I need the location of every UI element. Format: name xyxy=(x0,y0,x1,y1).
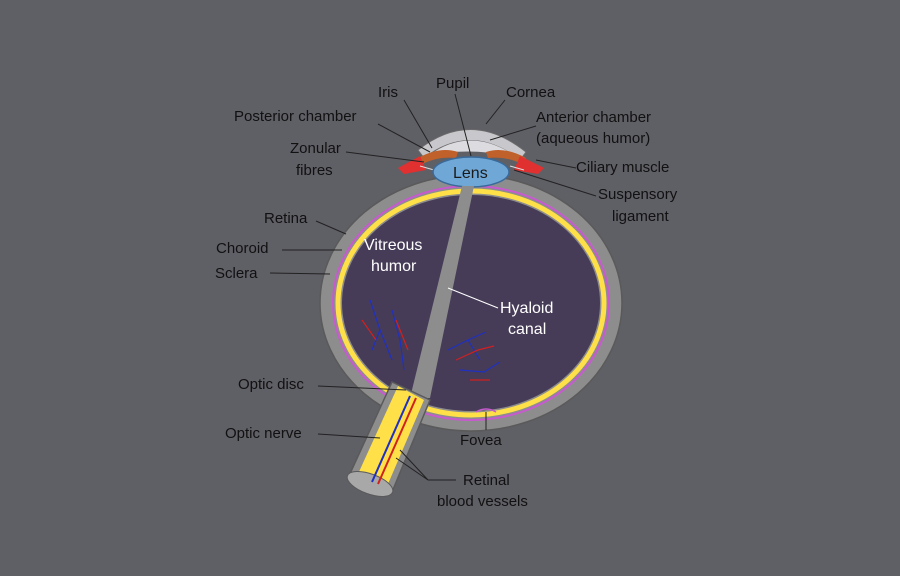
label-fibres: fibres xyxy=(296,162,333,179)
label-ligament: ligament xyxy=(612,208,670,225)
optic-nerve-core xyxy=(358,386,424,484)
leader-pupil xyxy=(454,93,472,157)
label-ciliary-muscle: Ciliary muscle xyxy=(576,159,669,176)
leader-retina xyxy=(315,220,347,235)
leader-retinal-vessels xyxy=(395,449,456,481)
leader-ciliary xyxy=(535,159,577,169)
central-artery xyxy=(377,397,417,485)
label-retina: Retina xyxy=(264,210,308,227)
label-fovea: Fovea xyxy=(460,432,502,449)
retinal-vessels-right-red xyxy=(455,345,495,381)
leader-sclera xyxy=(269,272,331,275)
retinal-vessels-left-red xyxy=(361,319,409,351)
leader-iris xyxy=(403,99,433,149)
label-suspensory: Suspensory xyxy=(598,186,678,203)
leader-suspensory xyxy=(513,169,597,197)
leader-anterior xyxy=(489,125,537,141)
label-choroid: Choroid xyxy=(216,240,269,257)
zonular-fibre-left xyxy=(419,165,435,171)
vitreous-body xyxy=(342,195,600,411)
label-cornea: Cornea xyxy=(506,84,556,101)
label-aqueous-humor: (aqueous humor) xyxy=(536,130,650,147)
label-retinal: Retinal xyxy=(463,472,510,489)
hyaloid-canal xyxy=(410,186,474,398)
leader-zonular xyxy=(345,151,425,163)
label-humor: humor xyxy=(371,258,417,275)
label-hyaloid: Hyaloid xyxy=(500,300,553,317)
label-anterior-chamber: Anterior chamber xyxy=(536,109,651,126)
label-zonular: Zonular xyxy=(290,140,341,157)
leader-optic-disc xyxy=(317,385,407,391)
label-optic-disc: Optic disc xyxy=(238,376,304,393)
label-sclera: Sclera xyxy=(215,265,258,282)
label-canal: canal xyxy=(508,321,546,338)
label-lens: Lens xyxy=(453,165,488,182)
retinal-vessels-right xyxy=(447,331,501,373)
fovea xyxy=(475,408,497,413)
leader-optic-nerve xyxy=(317,433,381,439)
ciliary-muscle-left xyxy=(398,156,426,174)
label-optic-nerve: Optic nerve xyxy=(225,425,302,442)
central-vein xyxy=(371,395,411,483)
label-pupil: Pupil xyxy=(436,75,469,92)
leader-posterior xyxy=(377,123,431,153)
optic-nerve-cut xyxy=(346,471,394,497)
leader-cornea xyxy=(485,99,506,125)
label-vitreous: Vitreous xyxy=(364,237,422,254)
leader-hyaloid xyxy=(447,287,499,309)
label-iris: Iris xyxy=(378,84,398,101)
label-posterior-chamber: Posterior chamber xyxy=(234,108,357,125)
anterior-chamber xyxy=(428,140,518,158)
zonular-fibre-right xyxy=(509,165,525,171)
label-blood-vessels: blood vessels xyxy=(437,493,528,510)
iris-right xyxy=(486,150,526,164)
iris xyxy=(418,150,458,164)
